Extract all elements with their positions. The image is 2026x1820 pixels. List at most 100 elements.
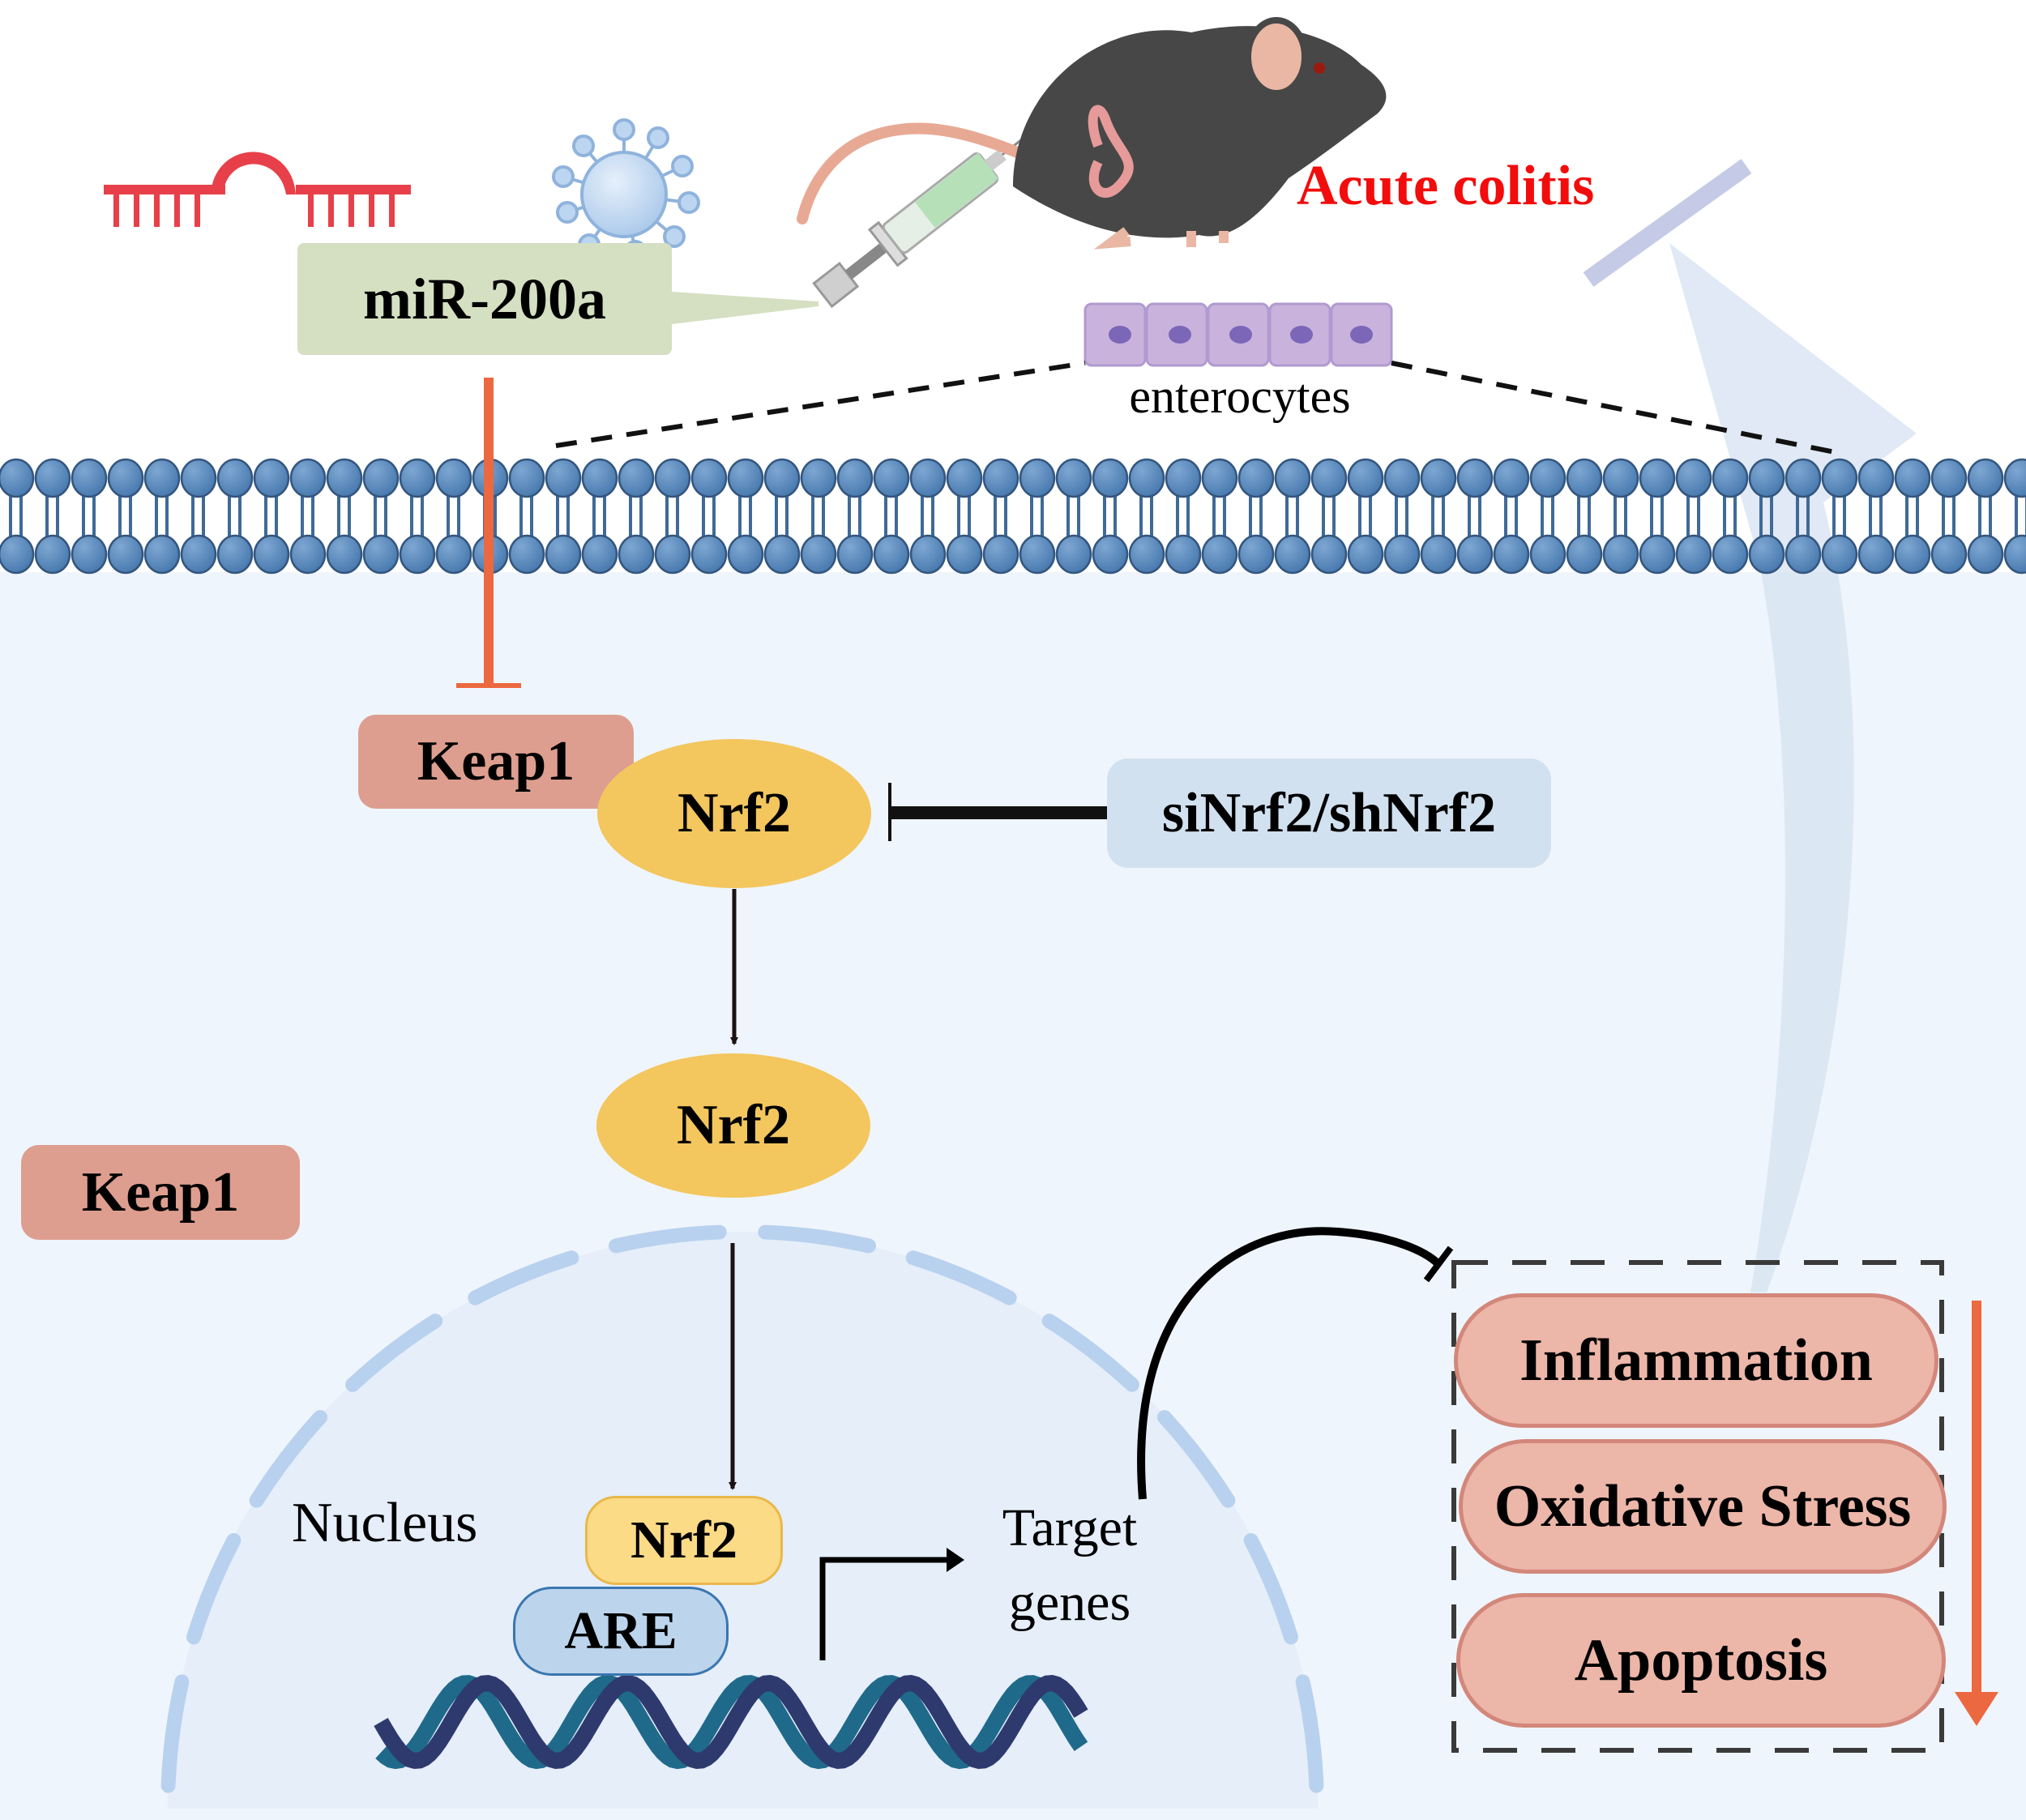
lipid [143,458,181,575]
lipid [2003,458,2026,575]
mirna-hairpin-icon [104,152,411,227]
sinrf2-node: siNrf2/shNrf2 [1107,758,1551,868]
outcome-label: Oxidative Stress [1494,1472,1912,1540]
lipid [727,458,764,575]
envelope-segment [160,1674,190,1793]
lipid [435,458,472,575]
lipid [1930,458,1968,575]
lipid [1055,458,1092,575]
lipid [253,458,290,575]
are-node: ARE [513,1587,729,1676]
outcome-label: Apoptosis [1574,1626,1828,1694]
envelope-segment [1041,1314,1139,1392]
lipid [1748,458,1785,575]
lipid [362,458,400,575]
keap1-released-node: Keap1 [21,1145,300,1240]
envelope-segment [186,1532,241,1645]
transcription-arrow [819,1557,948,1660]
mir-200a-node: miR-200a [297,243,672,355]
lipid [1967,458,2004,575]
nrf2-free-node: Nrf2 [596,1053,870,1198]
envelope-segment [609,1224,727,1254]
lipid [1857,458,1895,575]
outcome-apoptosis: Apoptosis [1456,1593,1946,1728]
target-genes-line-2: genes [1008,1573,1131,1632]
envelope-segment [905,1250,1017,1305]
keap1-released-label: Keap1 [81,1160,240,1224]
envelope-segment [468,1250,579,1305]
lipid [1821,458,1858,575]
enterocytes-label: enterocytes [1129,370,1351,423]
zoom-line-left [555,361,1086,448]
zoom-line-right [1391,361,1836,455]
lipid [1894,458,1931,575]
decrease-arrowhead [1955,1692,1998,1726]
lipid [216,458,254,575]
lipid [34,458,71,575]
lipid [873,458,910,575]
lipid [946,458,983,575]
syringe-icon [812,109,1060,309]
outcome-label: Inflammation [1520,1327,1873,1394]
envelope-segment [1243,1532,1298,1645]
lipid [289,458,327,575]
feedback-arrow [1669,243,1917,1292]
envelope-segment [1156,1410,1236,1508]
lipid [1785,458,1822,575]
lipid [107,458,144,575]
lipid [545,458,582,575]
lipid [800,458,837,575]
keap1-node: Keap1 [358,715,634,809]
nrf2-label: Nrf2 [677,782,791,844]
lipid [1237,458,1275,575]
envelope-segment [1295,1674,1324,1793]
lipid [1201,458,1238,575]
nuclear-envelope [160,1224,1324,1793]
enterocyte-cells-icon [1084,302,1393,367]
lipid [1420,458,1457,575]
virus-vector-icon [552,118,700,263]
lipid [836,458,874,575]
lipid [618,458,655,575]
acute-colitis-title: Acute colitis [1297,155,1595,217]
target-genes-label: Target genes [972,1491,1167,1640]
lipid [763,458,801,575]
dna-helix-icon [374,1674,1088,1770]
outcome-oxidative-stress: Oxidative Stress [1459,1439,1947,1574]
lipid [1493,458,1530,575]
lipid [909,458,947,575]
lipid [1019,458,1056,575]
lipid [1310,458,1348,575]
lipid [508,458,545,575]
colitis-inhibition-bar [1583,159,1752,287]
target-genes-line-1: Target [1002,1498,1138,1557]
mir-200a-label: miR-200a [363,266,606,331]
lipid [180,458,217,575]
keap1-label: Keap1 [417,730,575,793]
lipid [1165,458,1202,575]
lipid [1347,458,1384,575]
lipid [1602,458,1639,575]
lipid [0,458,35,575]
lipid [982,458,1019,575]
envelope-segment [345,1314,443,1392]
transcription-arrowhead [947,1548,964,1572]
lipid [399,458,436,575]
target-inhibition-arc [1137,1227,1442,1500]
lipid [1128,458,1165,575]
are-label: ARE [564,1601,677,1660]
lipid [71,458,108,575]
lipid [1566,458,1603,575]
lipid [1092,458,1129,575]
lipid [1456,458,1494,575]
nrf2-free-label: Nrf2 [677,1094,790,1156]
envelope-segment [249,1410,328,1508]
lipid [1529,458,1567,575]
lipid [581,458,618,575]
nrf2-nuclear-node: Nrf2 [585,1496,783,1585]
lipid [1712,458,1749,575]
lipid [654,458,691,575]
lipid [1383,458,1421,575]
target-inhibition-bar [1423,1245,1454,1283]
sinrf2-label: siNrf2/shNrf2 [1161,781,1497,844]
